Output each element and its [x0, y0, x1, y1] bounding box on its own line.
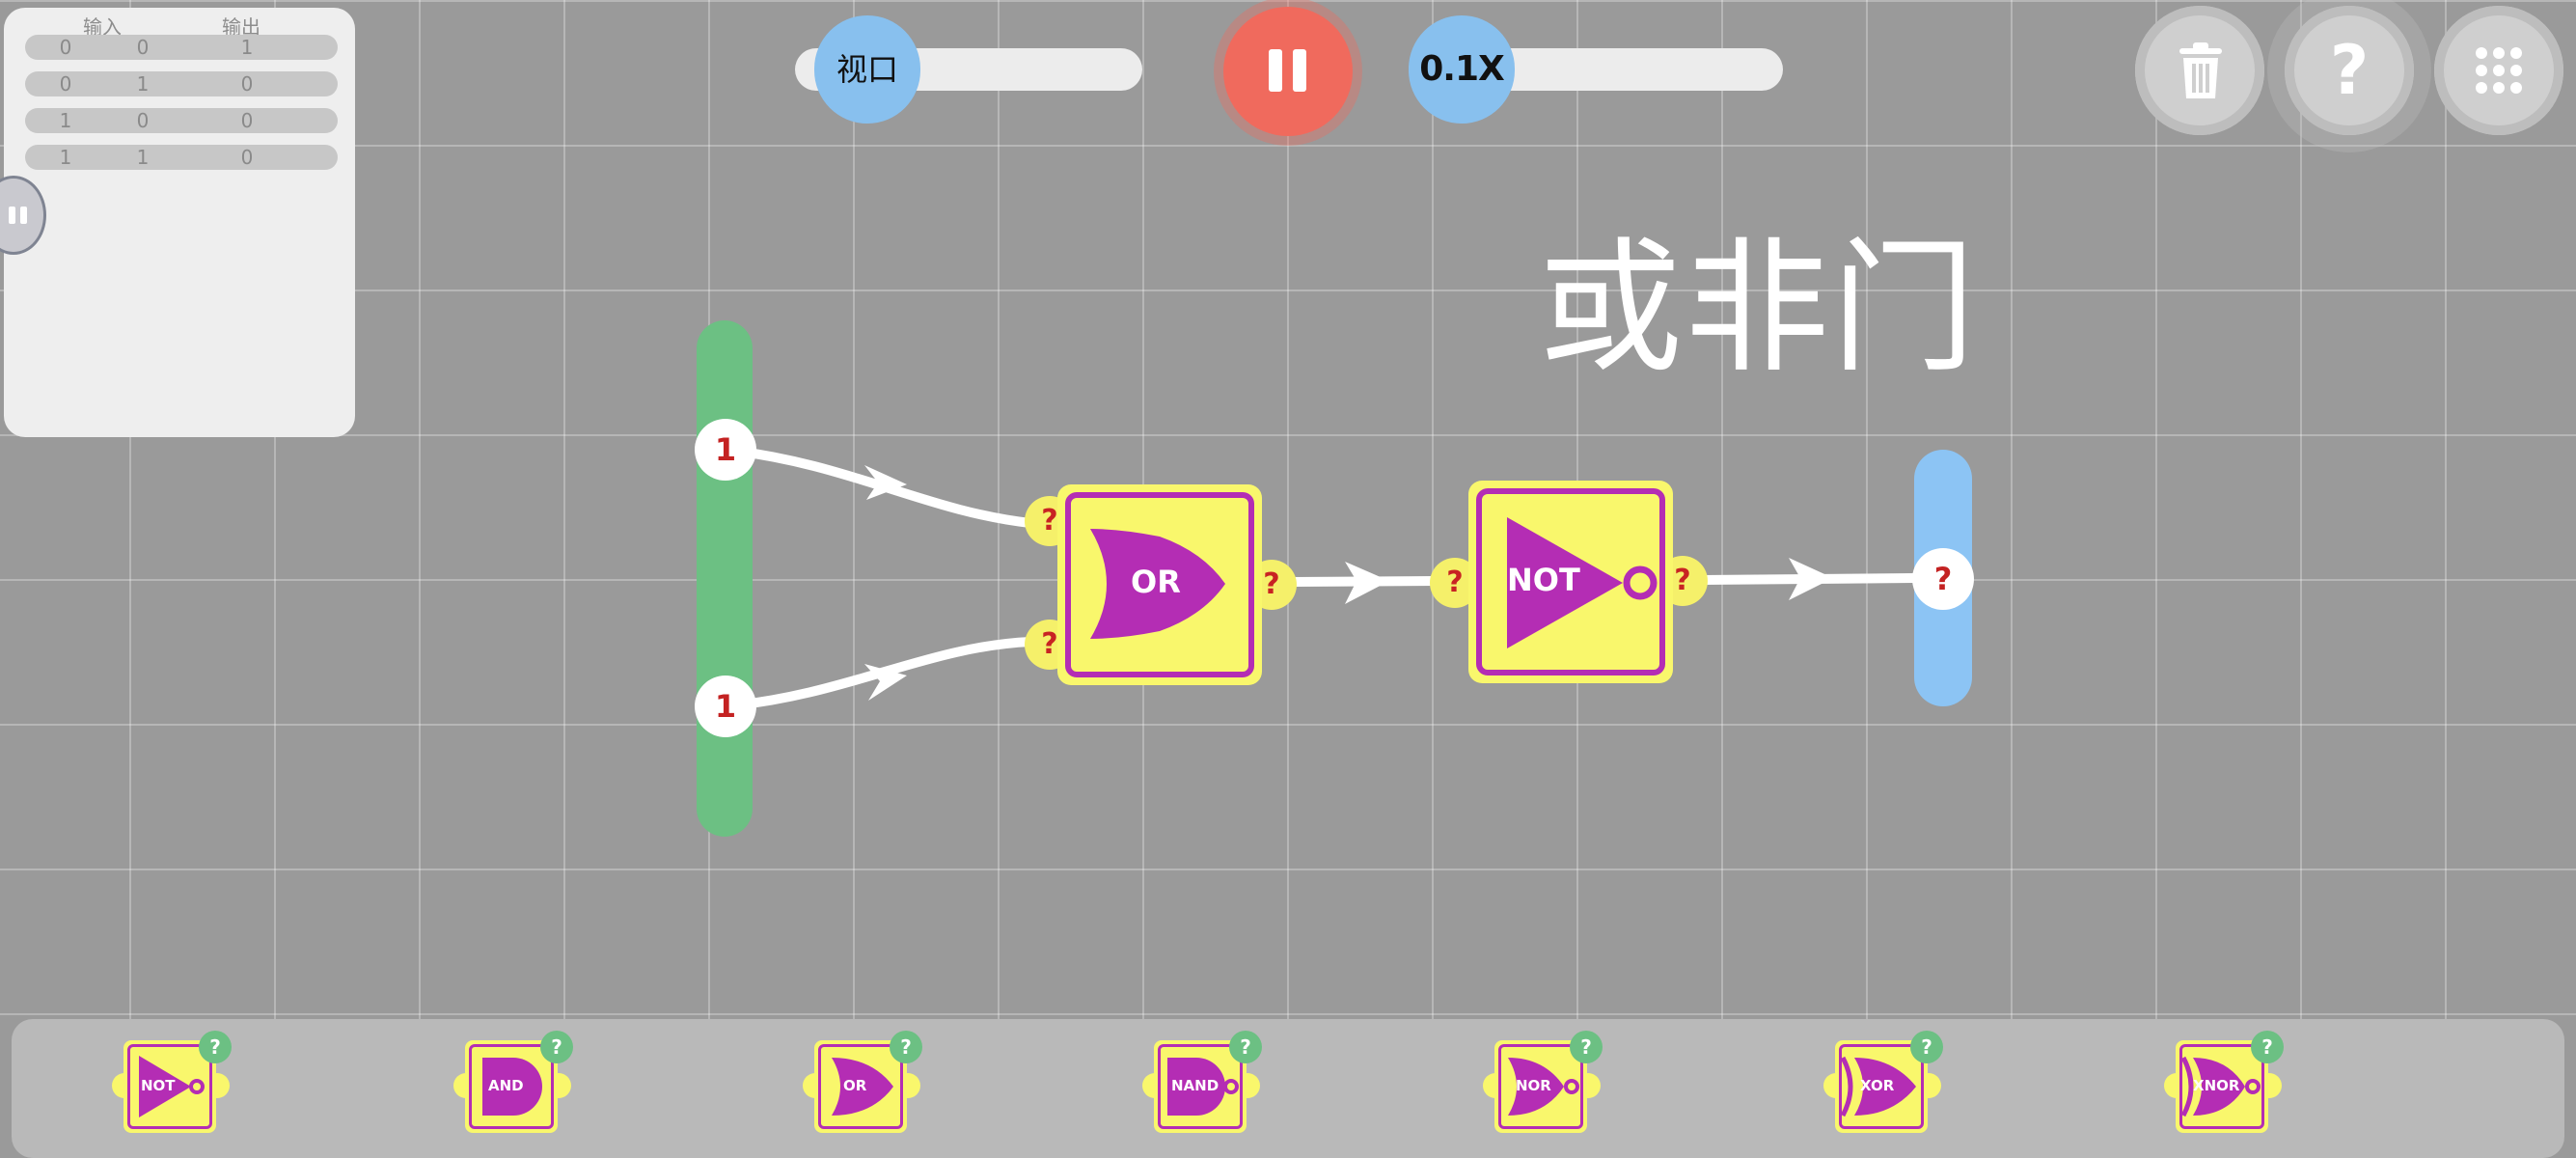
toolbox-item-nand[interactable]: NAND ?	[1135, 1031, 1289, 1146]
output-node: ?	[1912, 548, 1974, 610]
truth-table-row: 1 0 0	[25, 108, 338, 133]
speed-slider-knob[interactable]: 0.1X	[1409, 15, 1515, 124]
not-gate-icon	[139, 1056, 205, 1117]
xnor-gate-icon	[2180, 1056, 2261, 1117]
truth-table-cell: 1	[240, 36, 254, 59]
toolbox-item-label: NAND	[1171, 1077, 1219, 1094]
toolbox-item-label: XOR	[1860, 1077, 1895, 1094]
menu-button[interactable]	[2434, 6, 2563, 135]
pause-button[interactable]	[1223, 7, 1353, 136]
input-node-1[interactable]: 1	[695, 419, 756, 481]
truth-table-row: 0 0 1	[25, 35, 338, 60]
or-gate-icon	[832, 1058, 893, 1116]
help-badge-icon[interactable]: ?	[199, 1031, 232, 1063]
toolbox-item-label: XNOR	[2193, 1077, 2240, 1094]
pause-icon	[9, 207, 32, 228]
input-bar	[697, 320, 753, 837]
wire-arrow-icon	[1345, 562, 1389, 604]
truth-table-cell: 0	[59, 72, 72, 96]
toolbox-item-nor[interactable]: NOR ?	[1475, 1031, 1630, 1146]
help-badge-icon[interactable]: ?	[2251, 1031, 2284, 1063]
help-badge-icon[interactable]: ?	[1910, 1031, 1943, 1063]
toolbox-item-label: OR	[843, 1077, 867, 1094]
xor-gate-icon	[1840, 1056, 1916, 1117]
pause-icon	[1269, 49, 1317, 96]
nand-gate-icon	[1167, 1058, 1239, 1116]
truth-table-cell: 0	[240, 146, 254, 169]
truth-table-cell: 0	[136, 36, 150, 59]
truth-table-panel: 输入 输出 0 0 1 0 1 0 1 0 0 1 1 0	[4, 8, 355, 437]
or-gate-symbol	[1090, 529, 1225, 639]
toolbox-item-xor[interactable]: XOR ?	[1816, 1031, 1970, 1146]
wire-arrow-icon	[864, 465, 907, 500]
toolbox-item-not[interactable]: NOT ?	[104, 1031, 259, 1146]
help-badge-icon[interactable]: ?	[890, 1031, 922, 1063]
toolbox-item-and[interactable]: AND ?	[446, 1031, 600, 1146]
not-gate[interactable]: NOT	[1468, 481, 1673, 683]
help-badge-icon[interactable]: ?	[540, 1031, 573, 1063]
gate-toolbox: NOT ? AND ? OR ? NAND ?	[12, 1019, 2564, 1158]
or-gate-label: OR	[1131, 564, 1181, 600]
help-button[interactable]: ?	[2285, 6, 2414, 135]
help-icon: ?	[2329, 31, 2370, 110]
help-badge-icon[interactable]: ?	[1570, 1031, 1603, 1063]
nor-gate-icon	[1508, 1058, 1579, 1116]
not-gate-symbol	[1507, 517, 1658, 648]
truth-table-cell: 0	[136, 109, 150, 132]
truth-table-row: 1 1 0	[25, 145, 338, 170]
level-title: 或非门	[1538, 225, 1979, 393]
view-slider-knob[interactable]: 视口	[814, 15, 920, 124]
toolbox-item-label: AND	[488, 1077, 524, 1094]
and-gate-icon	[482, 1058, 542, 1116]
wire-arrow-icon	[1789, 558, 1833, 600]
truth-table-row: 0 1 0	[25, 71, 338, 96]
toolbox-item-label: NOR	[1516, 1077, 1551, 1094]
or-gate[interactable]: OR	[1057, 484, 1262, 685]
toolbox-item-xnor[interactable]: XNOR ?	[2156, 1031, 2311, 1146]
not-gate-label: NOT	[1507, 562, 1580, 598]
truth-table-cell: 0	[59, 36, 72, 59]
truth-table-cell: 1	[59, 109, 72, 132]
wire-arrow-icon	[864, 664, 907, 701]
delete-button[interactable]	[2135, 6, 2264, 135]
toolbox-item-or[interactable]: OR ?	[795, 1031, 949, 1146]
truth-table-cell: 0	[240, 72, 254, 96]
truth-table-cell: 0	[240, 109, 254, 132]
truth-table-cell: 1	[136, 146, 150, 169]
input-node-2[interactable]: 1	[695, 676, 756, 737]
truth-table-cell: 1	[59, 146, 72, 169]
trash-icon	[2179, 42, 2222, 98]
toolbox-item-label: NOT	[141, 1077, 176, 1094]
grid-icon	[2476, 47, 2522, 94]
help-badge-icon[interactable]: ?	[1229, 1031, 1262, 1063]
truth-table-cell: 1	[136, 72, 150, 96]
